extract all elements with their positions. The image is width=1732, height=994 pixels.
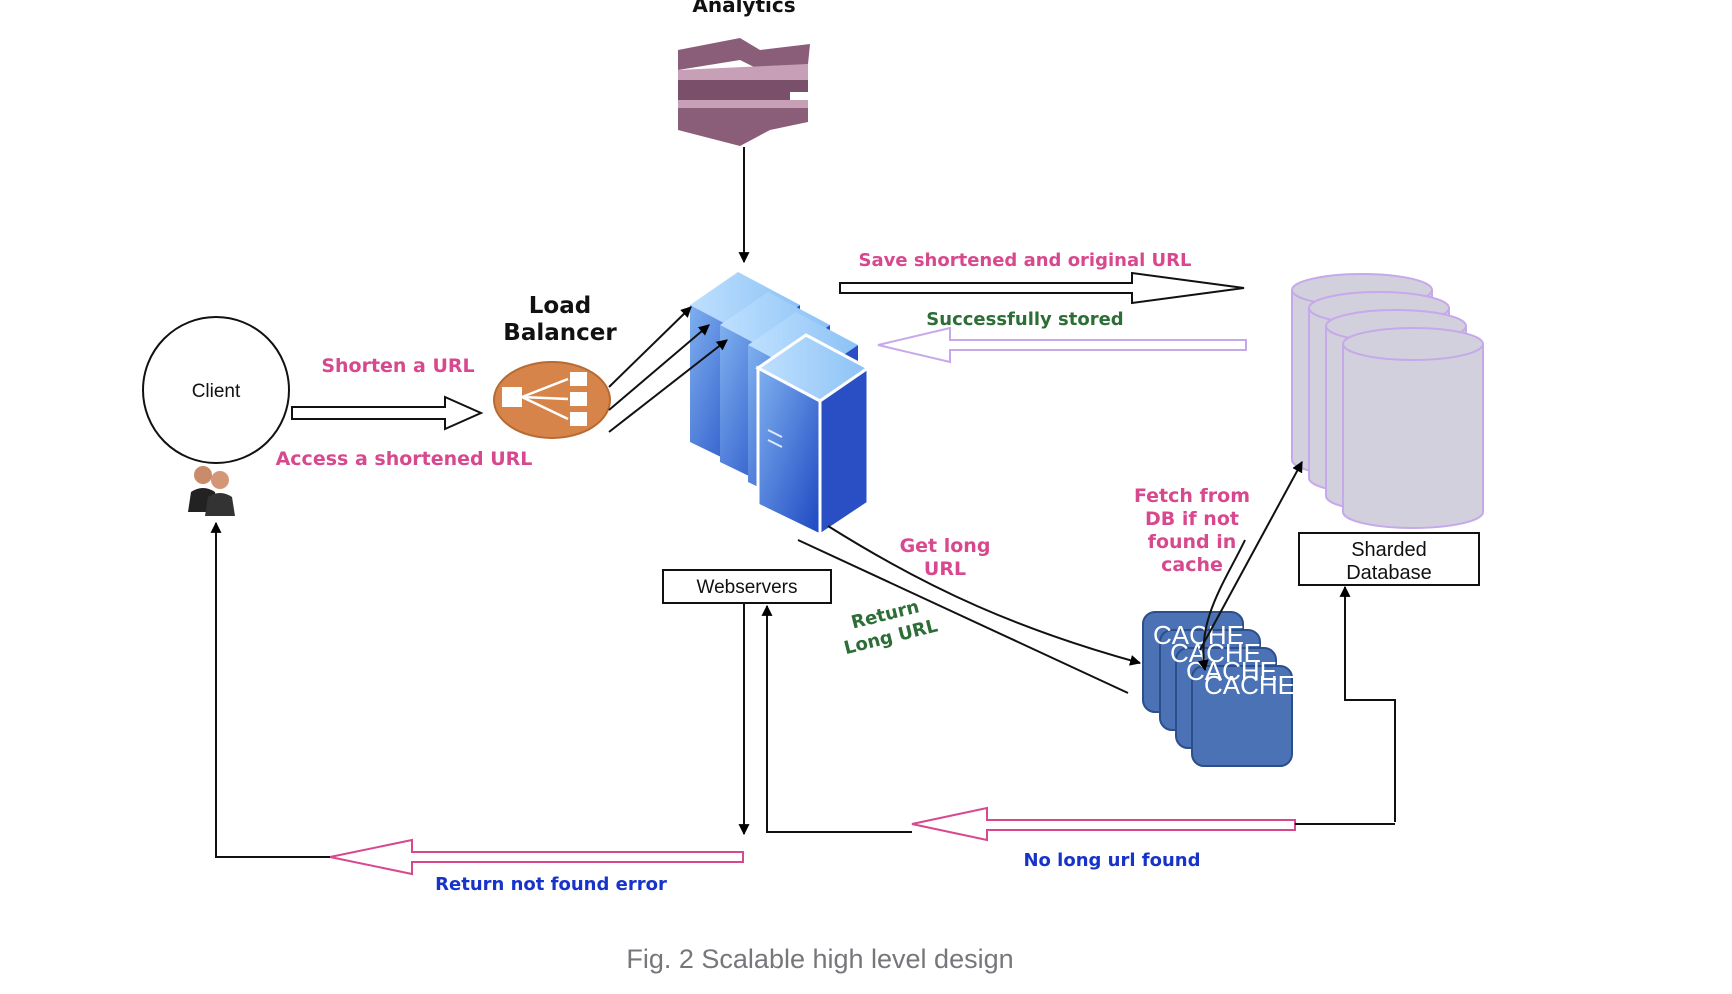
load-balancer-label-line1: Load (529, 293, 591, 319)
load-balancer-icon (493, 361, 611, 439)
label-get-long-url-1: Get long (900, 535, 991, 557)
label-shorten-url: Shorten a URL (321, 355, 474, 377)
label-fetch-4: cache (1161, 554, 1223, 576)
arrow-cache-to-db (1199, 461, 1303, 651)
arrow-client-to-lb (291, 395, 484, 431)
load-balancer-node: Load Balancer (493, 293, 617, 439)
arrow-db-stored (877, 326, 1247, 364)
webservers-node: Webservers (662, 272, 871, 604)
arrow-no-long-url (911, 806, 1296, 842)
database-label-line1: Sharded (1351, 539, 1427, 561)
figure-caption: Fig. 2 Scalable high level design (626, 944, 1014, 974)
database-label-line2: Database (1346, 562, 1432, 584)
arrow-lb-to-server-1 (608, 306, 692, 388)
cache-stack-icon: CACHE CACHE CACHE CACHE (1142, 611, 1295, 767)
analytics-label: Analytics (692, 0, 795, 17)
label-not-found-error: Return not found error (435, 874, 667, 895)
database-cylinder-icon (1291, 273, 1484, 529)
arrow-lb-to-server-2 (608, 324, 710, 411)
label-fetch-2: DB if not (1145, 508, 1239, 530)
client-circle (142, 316, 290, 464)
arrow-to-webservers (761, 604, 912, 833)
analytics-node: Analytics (678, 0, 810, 146)
arrow-get-long-url (827, 525, 1142, 666)
label-no-long-url: No long url found (1023, 850, 1200, 871)
cache-label-1: CACHE (1153, 620, 1244, 650)
client-node: Client (142, 316, 290, 516)
label-successfully-stored: Successfully stored (926, 309, 1123, 330)
label-get-long-url-2: URL (924, 558, 966, 580)
server-rack-icon (690, 272, 871, 538)
arrow-to-client (210, 521, 330, 858)
database-box (1298, 532, 1480, 586)
client-label: Client (192, 381, 241, 402)
arrow-return-long-url (797, 539, 1129, 694)
cache-label-2: CACHE (1170, 638, 1261, 668)
cache-label-4: CACHE (1204, 670, 1295, 700)
cache-node: CACHE CACHE CACHE CACHE (1142, 611, 1295, 767)
arrow-db-down (1339, 585, 1396, 822)
label-save-url: Save shortened and original URL (859, 250, 1192, 271)
database-node: Sharded Database (1291, 273, 1484, 586)
users-icon (188, 466, 235, 516)
arrow-fetch-to-cache (1197, 539, 1246, 672)
arrow-save-to-db (839, 271, 1245, 305)
label-access-url: Access a shortened URL (276, 448, 533, 470)
label-fetch-1: Fetch from (1134, 485, 1250, 507)
webservers-label: Webservers (696, 577, 797, 598)
load-balancer-label-line2: Balancer (503, 320, 617, 346)
kinesis-analytics-icon (678, 38, 810, 146)
webservers-box (662, 569, 832, 604)
label-fetch-3: found in (1148, 531, 1237, 553)
arrow-lb-to-server-3 (608, 339, 728, 433)
arrow-not-found-error (329, 838, 744, 876)
